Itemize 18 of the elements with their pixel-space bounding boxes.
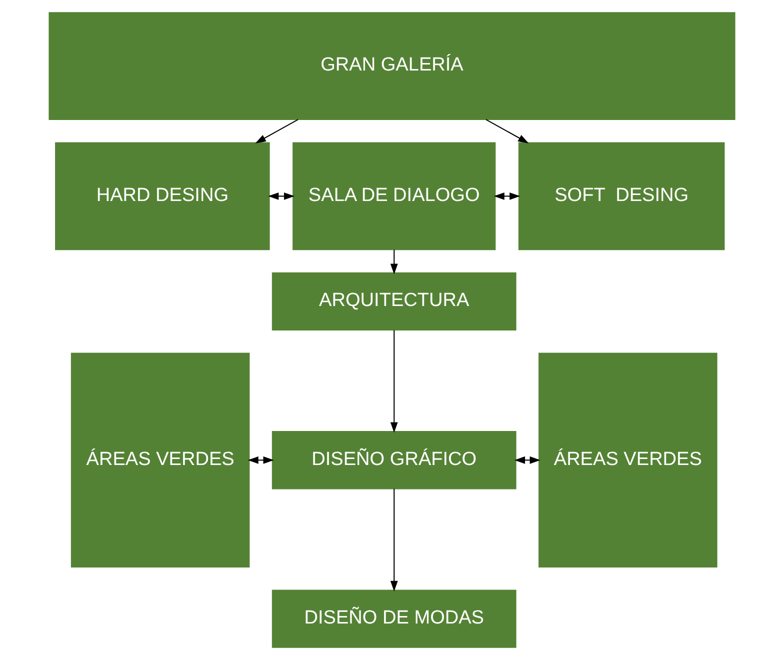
node-box: ÁREAS VERDES [538, 352, 718, 568]
node-box: DISEÑO DE MODAS [272, 590, 516, 648]
node-box: ÁREAS VERDES [70, 352, 250, 568]
arrow [486, 119, 529, 144]
arrow [390, 488, 398, 592]
arrow [390, 330, 398, 433]
arrow [248, 456, 274, 464]
arrow [255, 119, 298, 144]
arrow [390, 250, 398, 274]
arrow [268, 192, 295, 200]
node-box: HARD DESING [55, 142, 270, 250]
arrow [494, 192, 520, 200]
node-box: SOFT DESING [518, 142, 725, 250]
arrow [514, 456, 540, 464]
node-box: DISEÑO GRÁFICO [272, 431, 516, 490]
node-box: GRAN GALERÍA [48, 12, 736, 120]
node-box: ARQUITECTURA [272, 272, 516, 331]
node-box: SALA DE DIALOGO [292, 142, 496, 250]
